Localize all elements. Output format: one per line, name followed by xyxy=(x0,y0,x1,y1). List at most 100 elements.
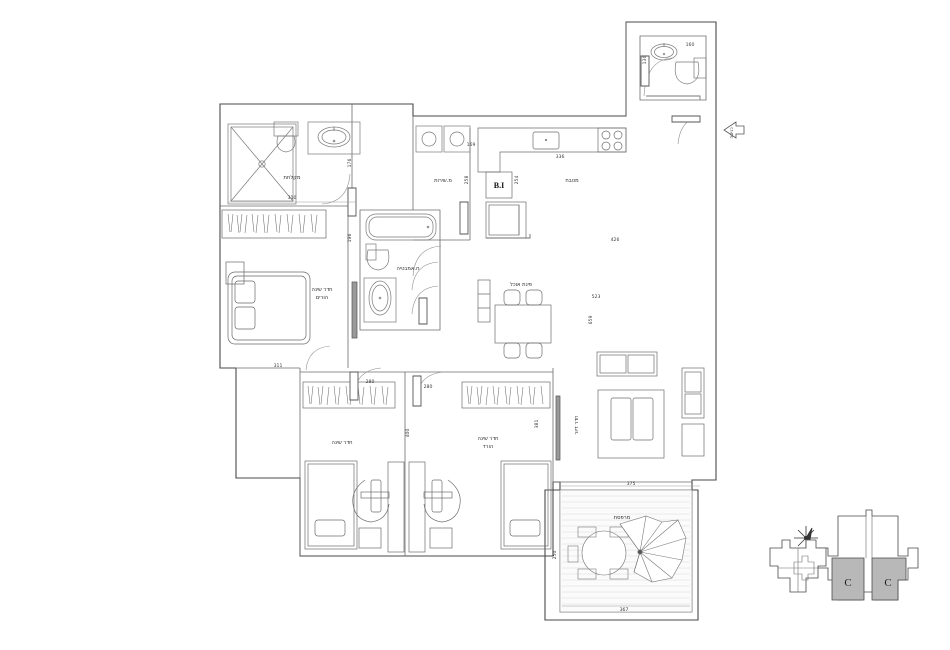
dim-381: 381 xyxy=(534,420,540,429)
dim-280-right: 280 xyxy=(424,384,433,390)
refrigerator xyxy=(485,201,527,239)
dim-176: 176 xyxy=(347,159,353,168)
armchair xyxy=(681,367,705,419)
shower-tray xyxy=(227,123,297,205)
key-plan-inner-lines xyxy=(778,516,899,592)
bi-cabinet xyxy=(485,171,513,199)
label-living-room: חדר דיור xyxy=(574,415,580,434)
umbrella xyxy=(619,515,687,583)
dim-280-left: 280 xyxy=(366,379,375,385)
label-bathroom: ח.אמבטיה xyxy=(397,266,420,272)
door-swings xyxy=(305,57,701,401)
single-bed xyxy=(304,460,358,550)
pillow-right xyxy=(234,306,256,330)
entrance-label: כניסה xyxy=(730,127,735,139)
label-bedroom-2: חדר שינה xyxy=(331,440,352,446)
dim-169: 169 xyxy=(467,142,476,148)
key-label-c-right: C xyxy=(884,577,891,589)
door-arc-wc xyxy=(643,57,673,97)
dining-table xyxy=(494,304,552,344)
toilet-bowl xyxy=(276,135,296,153)
key-label-c-left: C xyxy=(844,577,851,589)
dim-336: 336 xyxy=(556,154,565,160)
dim-523: 523 xyxy=(592,294,601,300)
pillow-left xyxy=(234,280,256,304)
dim-196: 196 xyxy=(347,234,353,243)
interior-walls xyxy=(220,22,707,613)
chair xyxy=(503,342,521,359)
label-bedroom-3-2: הורד xyxy=(483,444,494,450)
kitchen-sink xyxy=(532,131,560,150)
tv-unit xyxy=(597,389,665,459)
entrance-marker: כניסה xyxy=(723,121,745,139)
chair xyxy=(503,289,521,306)
pillow xyxy=(509,519,541,537)
dining-set xyxy=(477,279,552,359)
wardrobe xyxy=(461,381,551,409)
shower-drain xyxy=(258,160,266,168)
storage-box xyxy=(358,527,382,549)
label-balcony: מרפסת xyxy=(614,515,631,521)
service-room-fixtures xyxy=(415,125,471,153)
door-arc-master xyxy=(305,345,331,371)
patio-chair xyxy=(577,568,597,580)
balcony-furniture xyxy=(559,489,693,613)
door-arc-bathroom2 xyxy=(411,285,439,315)
bath-vanity xyxy=(363,277,397,323)
dim-136: 136 xyxy=(642,56,648,65)
door-arc-service xyxy=(412,245,442,277)
kitchen-counter xyxy=(477,127,627,173)
label-kitchen: מטבח xyxy=(565,178,579,184)
washing-machine xyxy=(415,125,443,153)
wardrobe-hangers xyxy=(227,213,318,234)
wc-fixtures xyxy=(646,43,707,100)
desk-chair xyxy=(352,479,390,523)
dim-311: 311 xyxy=(274,363,283,369)
door-arc-bathroom xyxy=(411,261,439,291)
living-room-furniture xyxy=(555,351,705,461)
wardrobe-hangers xyxy=(466,385,544,406)
unit-c-left xyxy=(831,557,865,601)
bathtub xyxy=(365,213,437,241)
room-labels: מקלחת חדר שינה הורים ח.אמבטיה מ.שירות מט… xyxy=(284,175,631,521)
vanity-counter xyxy=(307,121,361,155)
patio-chair xyxy=(609,568,629,580)
bath-sink xyxy=(368,280,392,316)
dim-426: 426 xyxy=(611,237,620,243)
dim-258: 258 xyxy=(464,176,470,185)
wc-bowl xyxy=(366,249,390,271)
unit-c-right xyxy=(871,557,907,601)
double-bed xyxy=(227,271,311,345)
desk xyxy=(387,461,405,553)
bedroom-3-furniture xyxy=(408,381,552,553)
kitchen-fixtures xyxy=(477,127,627,239)
patio-chair xyxy=(577,526,597,538)
desk-chair xyxy=(423,479,461,523)
dryer xyxy=(443,125,471,153)
door-leaves xyxy=(347,55,701,407)
label-master-bedroom-2: הורים xyxy=(316,295,328,301)
patio-chair xyxy=(567,545,579,563)
cooktop xyxy=(597,127,627,153)
highlighted-units xyxy=(831,557,907,601)
door-arc-shower xyxy=(321,173,351,205)
wc-cistern xyxy=(693,57,707,79)
sideboard xyxy=(477,279,491,323)
label-dining-corner: פינת אוכל xyxy=(510,282,532,288)
bathroom-fixtures xyxy=(363,213,437,323)
dim-400: 400 xyxy=(405,429,411,438)
label-bedroom-3: חדר שינה xyxy=(477,436,498,442)
desk xyxy=(408,461,426,553)
shower-room-fixtures xyxy=(227,121,361,205)
patio-table xyxy=(581,530,627,576)
dimension-lines xyxy=(228,201,700,607)
label-service-room: מ.שירות xyxy=(434,178,452,184)
wc-cistern xyxy=(365,243,377,261)
balcony-door-panel xyxy=(555,395,561,461)
chair xyxy=(525,342,543,359)
wardrobe xyxy=(302,381,396,409)
dimension-labels: 160 136 310 176 311 169 258 336 254 426 … xyxy=(274,42,695,613)
master-bedroom-furniture xyxy=(221,209,358,345)
single-bed xyxy=(500,460,552,550)
